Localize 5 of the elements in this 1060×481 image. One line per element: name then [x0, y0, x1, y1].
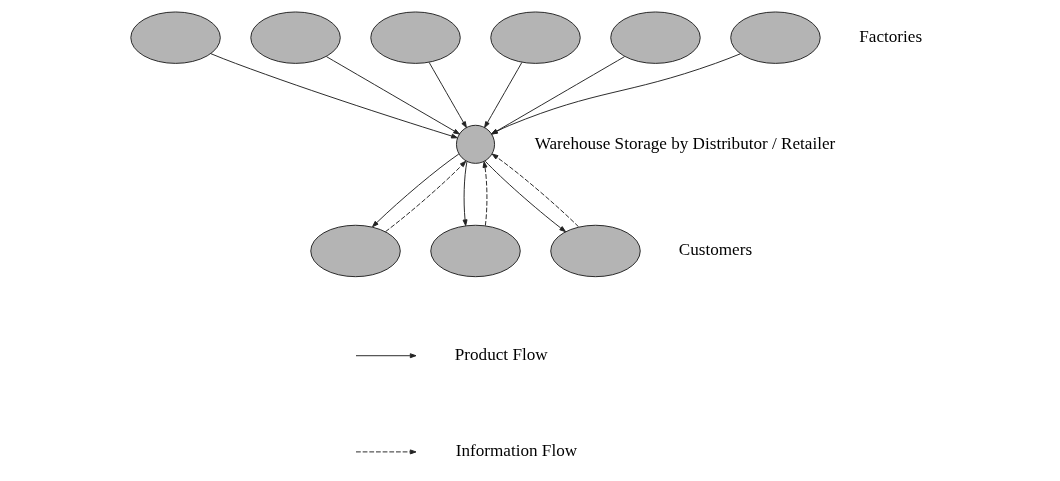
- label: Factories: [858, 26, 922, 46]
- label: Customers: [678, 240, 752, 260]
- node-label: Warehouse Storage by Distributor / Retailer: [534, 133, 835, 153]
- legend-label: Product Flow: [454, 344, 548, 364]
- legend-label: Information Flow: [455, 441, 577, 461]
